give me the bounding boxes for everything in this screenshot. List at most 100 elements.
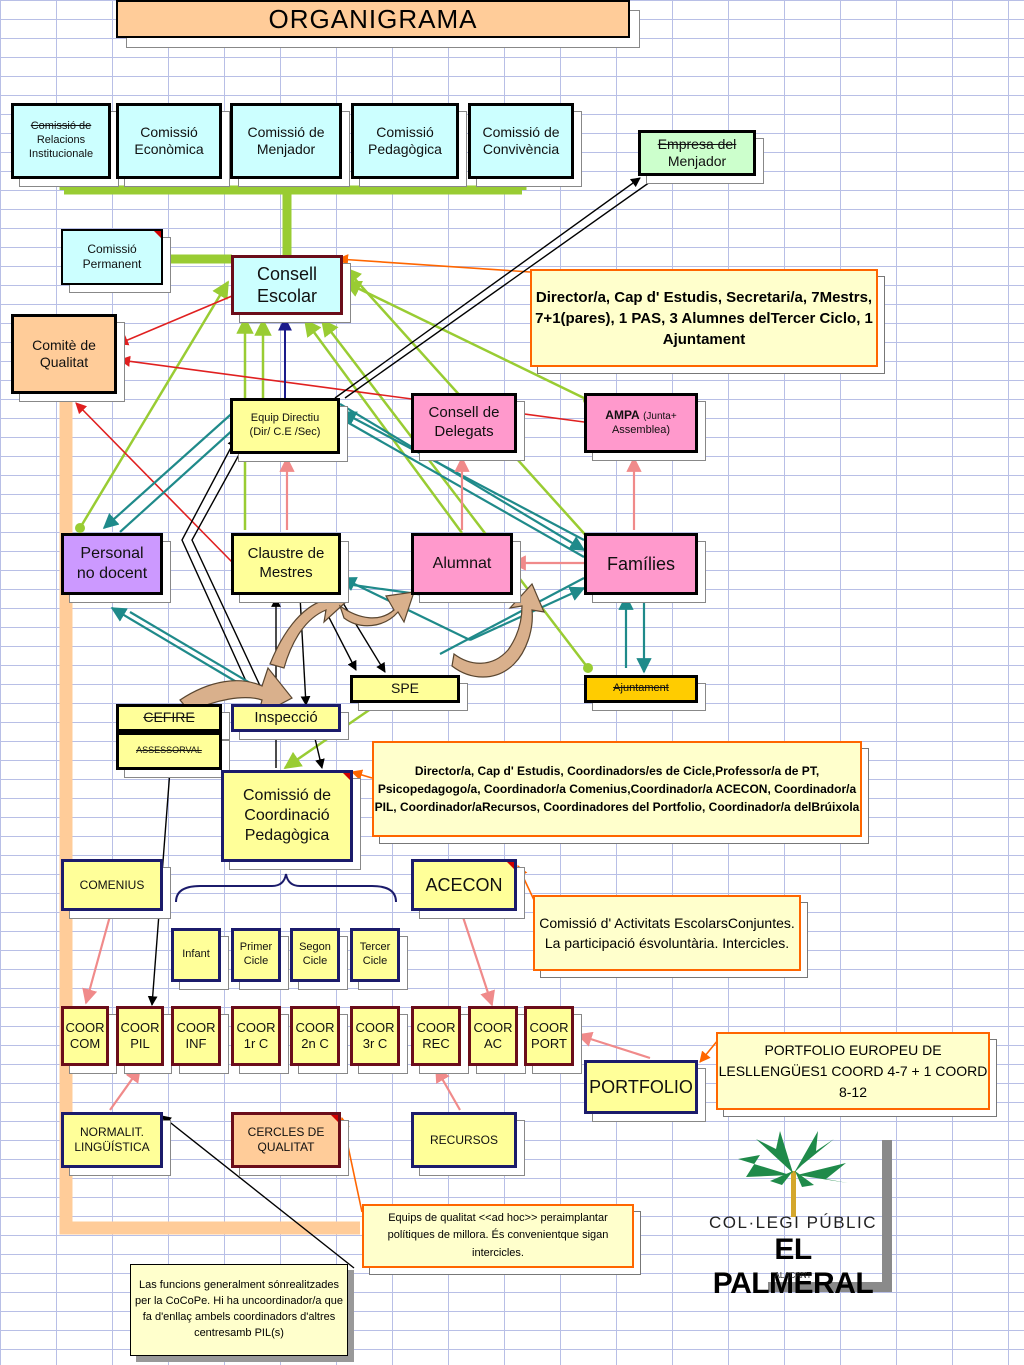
pil-note-l3: coordinador/a que fa d'enllaç amb [142, 1295, 343, 1323]
logo-line2: EL PALMERAL [712, 1233, 874, 1300]
cycle-l1: Primer [239, 941, 273, 954]
economica-l1: Comissió [140, 123, 198, 140]
box-acecon: ACECON [411, 859, 517, 911]
cycle-l1: Infant [182, 948, 210, 961]
normalit-l2: LINGÜÍSTICA [74, 1140, 150, 1154]
coor-l2: 2n C [301, 1036, 329, 1051]
equip-l2: (Dir/ C.E /Sec) [249, 426, 321, 438]
cercles-l2: QUALITAT [257, 1140, 315, 1154]
orange-connectors [338, 769, 719, 1213]
ccp-note-l5: Brúixola [811, 800, 860, 814]
ampa-name: AMPA [605, 408, 640, 423]
school-logo: COL·LEGI PÚBLIC EL PALMERAL ALACANT [698, 1125, 888, 1300]
equip-l1: Equip Directiu [250, 412, 320, 425]
coor-l1: COOR [295, 1019, 335, 1035]
ccp-brace [175, 873, 397, 903]
coor-l2: 3r C [362, 1036, 388, 1051]
relacions-l2: Relacions [36, 134, 86, 147]
coor-l1: COOR [236, 1019, 276, 1035]
convivencia-l1: Comissió de [482, 123, 560, 140]
cycle-l1: Tercer [359, 941, 391, 954]
acecon-note-l2: Conjuntes. La participació és [544, 914, 795, 951]
delegats-l2: Delegats [434, 423, 494, 440]
box-spe: SPE [350, 675, 460, 703]
logo-frame-right [882, 1140, 892, 1290]
ccp-l3: Pedagògica [244, 827, 330, 844]
normalit-l1: NORMALIT. [79, 1125, 144, 1139]
lime-arrows [75, 266, 593, 770]
comite-l2: Qualitat [39, 354, 89, 370]
palm-tree-icon [738, 1131, 848, 1217]
permanent-l1: Comissió [87, 242, 137, 256]
box-normalit: NORMALIT.LINGÜÍSTICA [61, 1112, 163, 1168]
ccp-note-l2: Professor/a de PT, Psicopedagogo/a, Coor… [377, 764, 820, 796]
assessorval-label: ASSESSORVAL [136, 745, 202, 756]
qualitat-note-l1: Equips de qualitat <<ad hoc>> pera [388, 1211, 563, 1224]
portfolio-note-l3: 1 COORD 4-7 + 1 COORD 8-12 [819, 1062, 988, 1100]
spe-label: SPE [390, 680, 419, 697]
inspeccio-label: Inspecció [254, 708, 318, 726]
ccp-note-l3: Coordinador/a ACECON, Coordinador/a PIL,… [374, 782, 857, 814]
families-label: Famílies [606, 553, 675, 574]
portfolio-note-l1: PORTFOLIO EUROPEU DE LES [718, 1041, 942, 1079]
cycle-l2: Cicle [362, 955, 388, 967]
personal-l1: Personal [80, 545, 144, 562]
coor-l2: INF [185, 1036, 207, 1051]
coor-l1: COOR [65, 1019, 105, 1035]
economica-l2: Econòmica [134, 141, 204, 157]
pil-note-l5: amb PIL(s) [230, 1326, 284, 1339]
cefire-label: CEFIRE [143, 709, 195, 726]
coor-l2: COM [69, 1036, 101, 1051]
ccp-note-l4: Recursos, Coordinadores del Portfolio, C… [481, 800, 812, 814]
claustre-l2: Mestres [259, 564, 313, 581]
box-ajuntament: Ajuntament [584, 675, 698, 703]
consell-note-l3: Tercer Ciclo, 1 Ajuntament [662, 309, 873, 348]
consell-note-l1: Director/a, Cap d' Estudis, Secretari/a,… [535, 288, 820, 306]
logo-line1: COL·LEGI PÚBLIC [709, 1213, 877, 1232]
ccp-l2: Coordinació [244, 807, 330, 824]
coor-l2: PIL [130, 1036, 150, 1051]
box-cefire: CEFIRE [116, 704, 222, 732]
consell-escolar-note: Director/a, Cap d' Estudis, Secretari/a,… [530, 269, 878, 367]
acecon-note-l1: Comissió d' Activitats Escolars [539, 914, 728, 931]
cycle-l2: Cicle [243, 955, 269, 967]
box-assessorval: ASSESSORVAL [116, 732, 222, 770]
qualitat-note-l3: que sigan intercicles. [472, 1229, 609, 1259]
relacions-l1: Comissió de [30, 120, 92, 133]
convivencia-l2: Convivència [482, 141, 560, 157]
pedagogica-l1: Comissió [376, 123, 434, 140]
coor-l1: COOR [355, 1019, 395, 1035]
coor-l2: AC [483, 1036, 503, 1051]
acecon-note-l3: voluntària. Intercicles. [653, 935, 790, 951]
logo-frame-bottom [768, 1282, 892, 1292]
coor-l1: COOR [473, 1019, 513, 1035]
recursos-label: RECURSOS [429, 1132, 498, 1147]
box-cycle-infant: Infant [171, 928, 221, 982]
claustre-l1: Claustre de [247, 545, 325, 563]
coor-l1: COOR [529, 1019, 569, 1035]
ampa-detail2: Assemblea) [611, 423, 671, 436]
teal-arrows [102, 403, 652, 691]
box-equip-directiu: Equip Directiu(Dir/ C.E /Sec) [230, 398, 340, 454]
coor-l1: COOR [416, 1019, 456, 1035]
comite-l1: Comitè de [32, 336, 96, 353]
acecon-note: Comissió d' Activitats EscolarsConjuntes… [533, 895, 801, 971]
pil-note-l1: Las funcions generalment són [139, 1279, 286, 1292]
